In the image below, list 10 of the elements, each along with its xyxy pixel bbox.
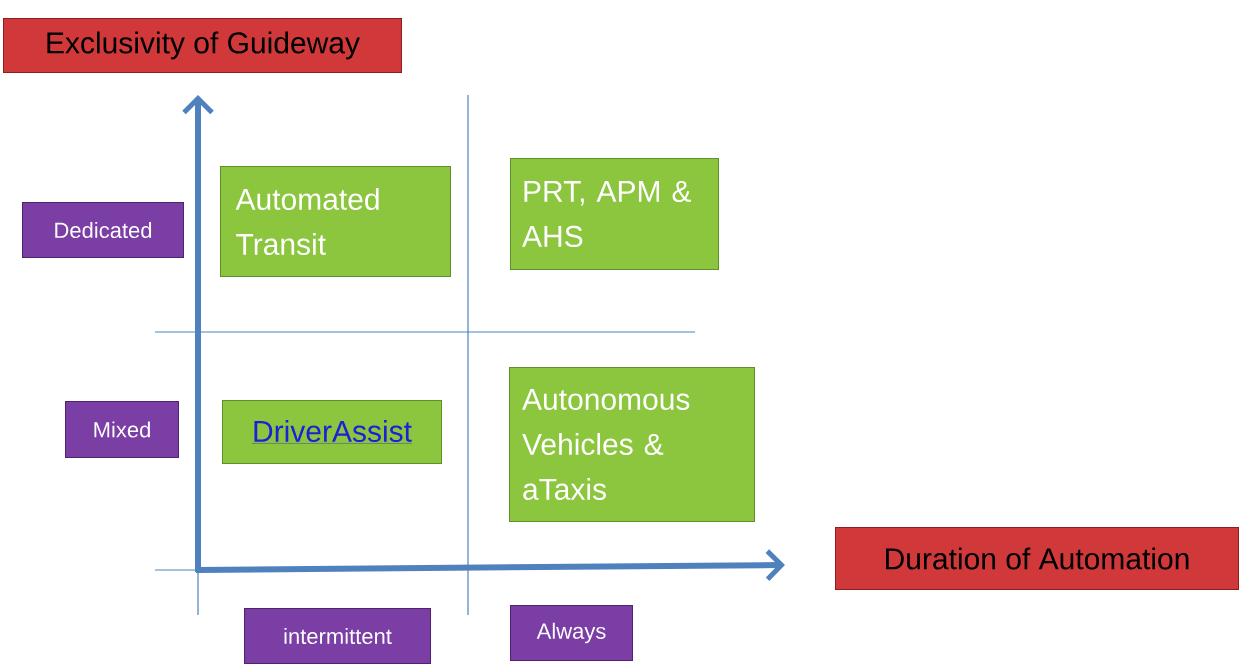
level-label-box: Dedicated xyxy=(22,202,184,258)
level-label-box: Always xyxy=(510,605,633,661)
category-box: DriverAssist xyxy=(222,400,442,464)
axis-title-box: Duration of Automation xyxy=(835,527,1239,590)
level-label-box: Mixed xyxy=(65,401,179,458)
axis-title-box: Exclusivity of Guideway xyxy=(3,18,402,73)
category-box: PRT, APM & AHS xyxy=(510,158,719,270)
level-label-box: intermittent xyxy=(244,608,431,664)
category-box: Automated Transit xyxy=(220,166,451,277)
category-box: Autonomous Vehicles & aTaxis xyxy=(509,367,755,522)
